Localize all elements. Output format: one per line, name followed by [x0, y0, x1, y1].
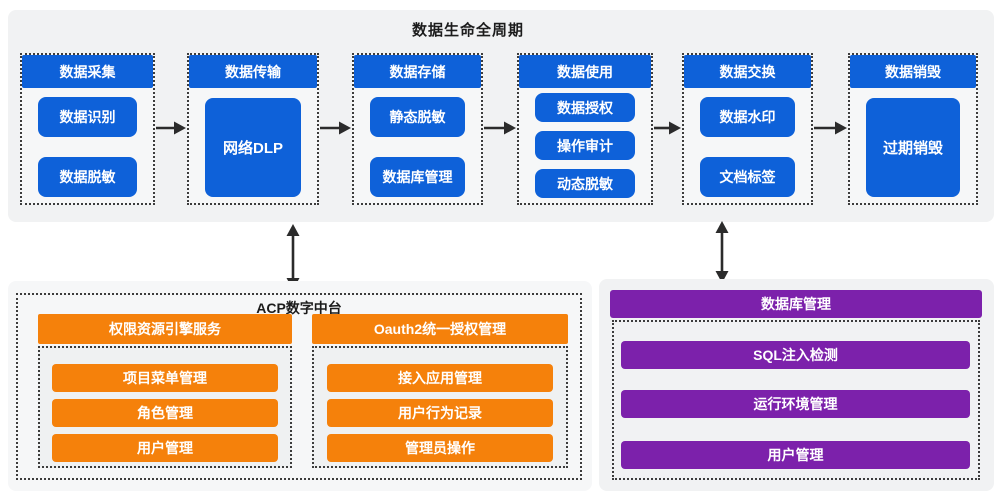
stage-data-storage: 数据存储 静态脱敏 数据库管理 [352, 53, 483, 205]
stage-data-transmission: 数据传输 网络DLP [187, 53, 319, 205]
acp-item: 用户管理 [52, 434, 278, 462]
acp-item: 角色管理 [52, 399, 278, 427]
acp-item: 接入应用管理 [327, 364, 553, 392]
stage-data-collection: 数据采集 数据识别 数据脱敏 [20, 53, 155, 205]
node: 操作审计 [535, 131, 635, 160]
database-item: 运行环境管理 [621, 390, 970, 418]
node: 数据库管理 [370, 157, 465, 197]
stage-header: 数据采集 [22, 55, 153, 88]
stage-header: 数据交换 [684, 55, 811, 88]
database-container [612, 320, 980, 480]
arrow-right-icon [156, 118, 186, 138]
node: 文档标签 [700, 157, 795, 197]
stage-header: 数据使用 [519, 55, 651, 88]
stage-data-exchange: 数据交换 数据水印 文档标签 [682, 53, 813, 205]
arrow-right-icon [320, 118, 351, 138]
node: 数据水印 [700, 97, 795, 137]
arrow-right-icon [484, 118, 516, 138]
stage-header: 数据存储 [354, 55, 481, 88]
acp-group-header-permission: 权限资源引擎服务 [38, 314, 292, 344]
database-item: 用户管理 [621, 441, 970, 469]
node: 网络DLP [205, 98, 301, 197]
node: 动态脱敏 [535, 169, 635, 198]
stage-data-destruction: 数据销毁 过期销毁 [848, 53, 978, 205]
acp-item: 管理员操作 [327, 434, 553, 462]
database-item: SQL注入检测 [621, 341, 970, 369]
stage-header: 数据销毁 [850, 55, 976, 88]
stage-header: 数据传输 [189, 55, 317, 88]
acp-container: ACP数字中台 [16, 293, 582, 480]
lifecycle-title: 数据生命全周期 [411, 22, 524, 39]
arrow-right-icon [654, 118, 681, 138]
node: 数据脱敏 [38, 157, 137, 197]
stage-data-usage: 数据使用 数据授权 操作审计 动态脱敏 [517, 53, 653, 205]
lifecycle-panel [8, 10, 994, 222]
node: 数据识别 [38, 97, 137, 137]
acp-title: ACP数字中台 [256, 300, 342, 316]
acp-item: 项目菜单管理 [52, 364, 278, 392]
acp-group-header-oauth: Oauth2统一授权管理 [312, 314, 568, 344]
double-arrow-vertical-icon [712, 221, 732, 283]
database-header: 数据库管理 [610, 290, 982, 318]
node: 数据授权 [535, 93, 635, 122]
acp-item: 用户行为记录 [327, 399, 553, 427]
node: 过期销毁 [866, 98, 960, 197]
node: 静态脱敏 [370, 97, 465, 137]
arrow-right-icon [814, 118, 847, 138]
